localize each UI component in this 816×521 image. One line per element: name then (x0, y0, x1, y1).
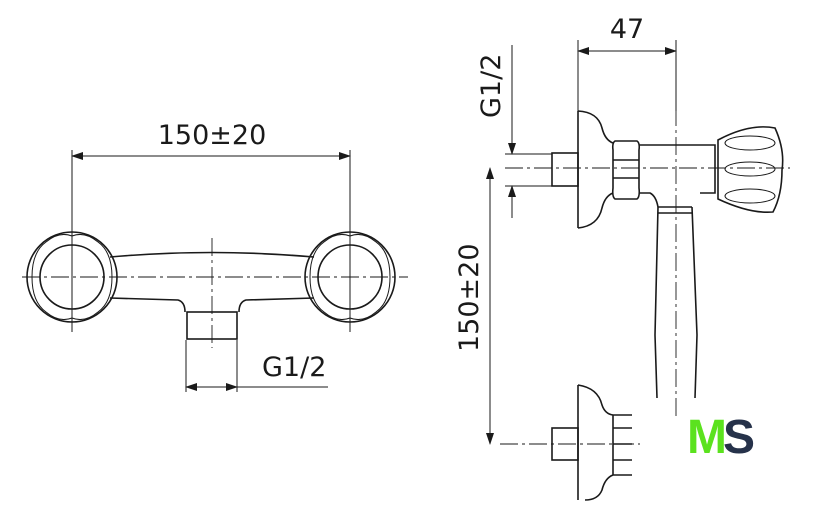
lower-wall-flange (577, 384, 632, 501)
upper-inlet-pipe (551, 152, 579, 187)
upper-wall-flange (577, 110, 614, 229)
side-spacing-dimension: 150±20 (454, 243, 485, 352)
side-inlet-thread-label: G1/2 (476, 54, 507, 118)
outlet-connector (186, 311, 238, 340)
side-depth-dimension: 47 (610, 14, 644, 45)
hex-nut (611, 140, 641, 200)
side-valve-handle (717, 126, 784, 214)
logo-letter-s: S (723, 411, 755, 464)
front-view: 150±20 G1/2 (22, 120, 408, 392)
left-valve-handle (26, 231, 118, 323)
riser-body (654, 206, 698, 399)
side-view: 47 G1/2 150±20 (454, 14, 790, 501)
mixer-body (109, 251, 315, 313)
right-valve-handle (304, 231, 396, 323)
front-outlet-thread-label: G1/2 (262, 352, 326, 383)
logo-letter-m: M (687, 411, 727, 464)
front-spacing-dimension: 150±20 (158, 120, 267, 151)
ms-logo: M S (687, 411, 755, 464)
